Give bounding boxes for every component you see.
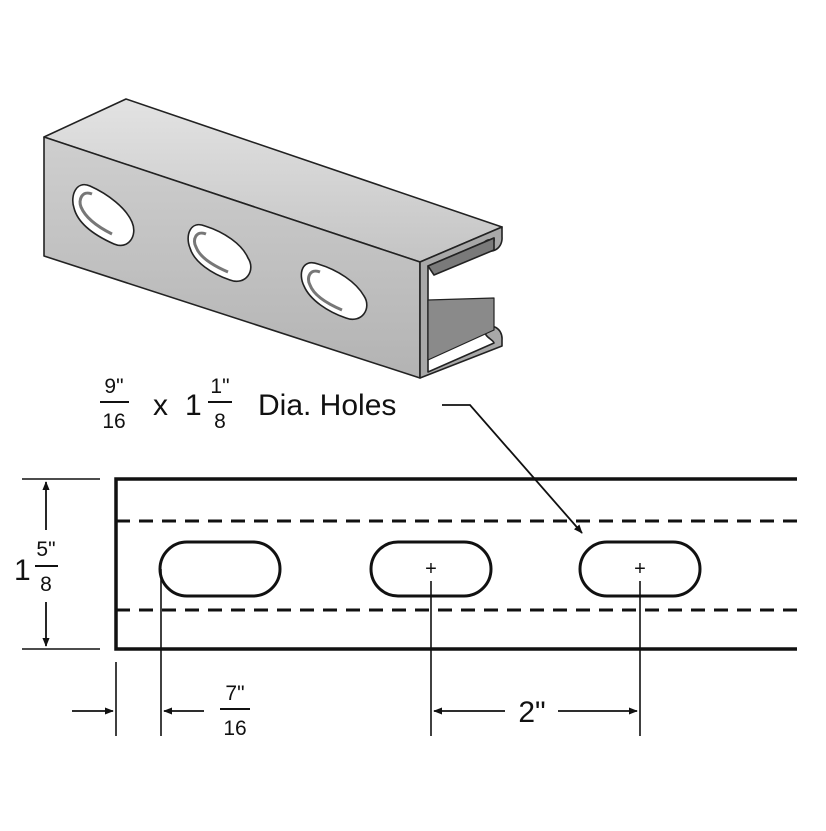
channel-inner-top	[427, 237, 495, 276]
slot-3d-2	[187, 223, 252, 283]
height-dim-numerator: 5"	[36, 538, 55, 561]
slot-3d-3	[300, 261, 368, 321]
height-dim-denominator: 8	[40, 573, 52, 596]
channel-3d-view	[43, 98, 503, 379]
offset-dim-denominator: 16	[223, 717, 246, 740]
hole-length-whole: 1	[185, 389, 202, 422]
offset-dim-numerator: 7"	[225, 682, 244, 705]
height-dim-whole: 1	[14, 554, 31, 587]
hole-length-numerator: 1"	[210, 375, 229, 398]
hole-callout-text: Dia. Holes	[258, 389, 396, 422]
slot-3-center-mark: +	[634, 558, 646, 580]
hole-width-denominator: 16	[102, 410, 125, 433]
bottom-dimensions	[72, 569, 641, 736]
spacing-dim-label: 2"	[518, 696, 545, 729]
slot-1	[158, 540, 282, 598]
hole-width-numerator: 9"	[104, 375, 123, 398]
height-dimension	[22, 478, 100, 650]
channel-3d-slots	[72, 183, 368, 321]
hole-length-denominator: 8	[214, 410, 226, 433]
elevation-outline	[114, 477, 797, 651]
hole-callout: 9" 16 x 1 1" 8 Dia. Holes	[100, 375, 583, 534]
hole-times-sign: x	[153, 389, 168, 422]
slot-3d-1	[72, 183, 135, 247]
hole-callout-leader	[442, 404, 583, 534]
slot-2-center-mark: +	[425, 558, 437, 580]
channel-inner-bottom	[427, 297, 495, 361]
channel-elevation	[114, 477, 797, 651]
